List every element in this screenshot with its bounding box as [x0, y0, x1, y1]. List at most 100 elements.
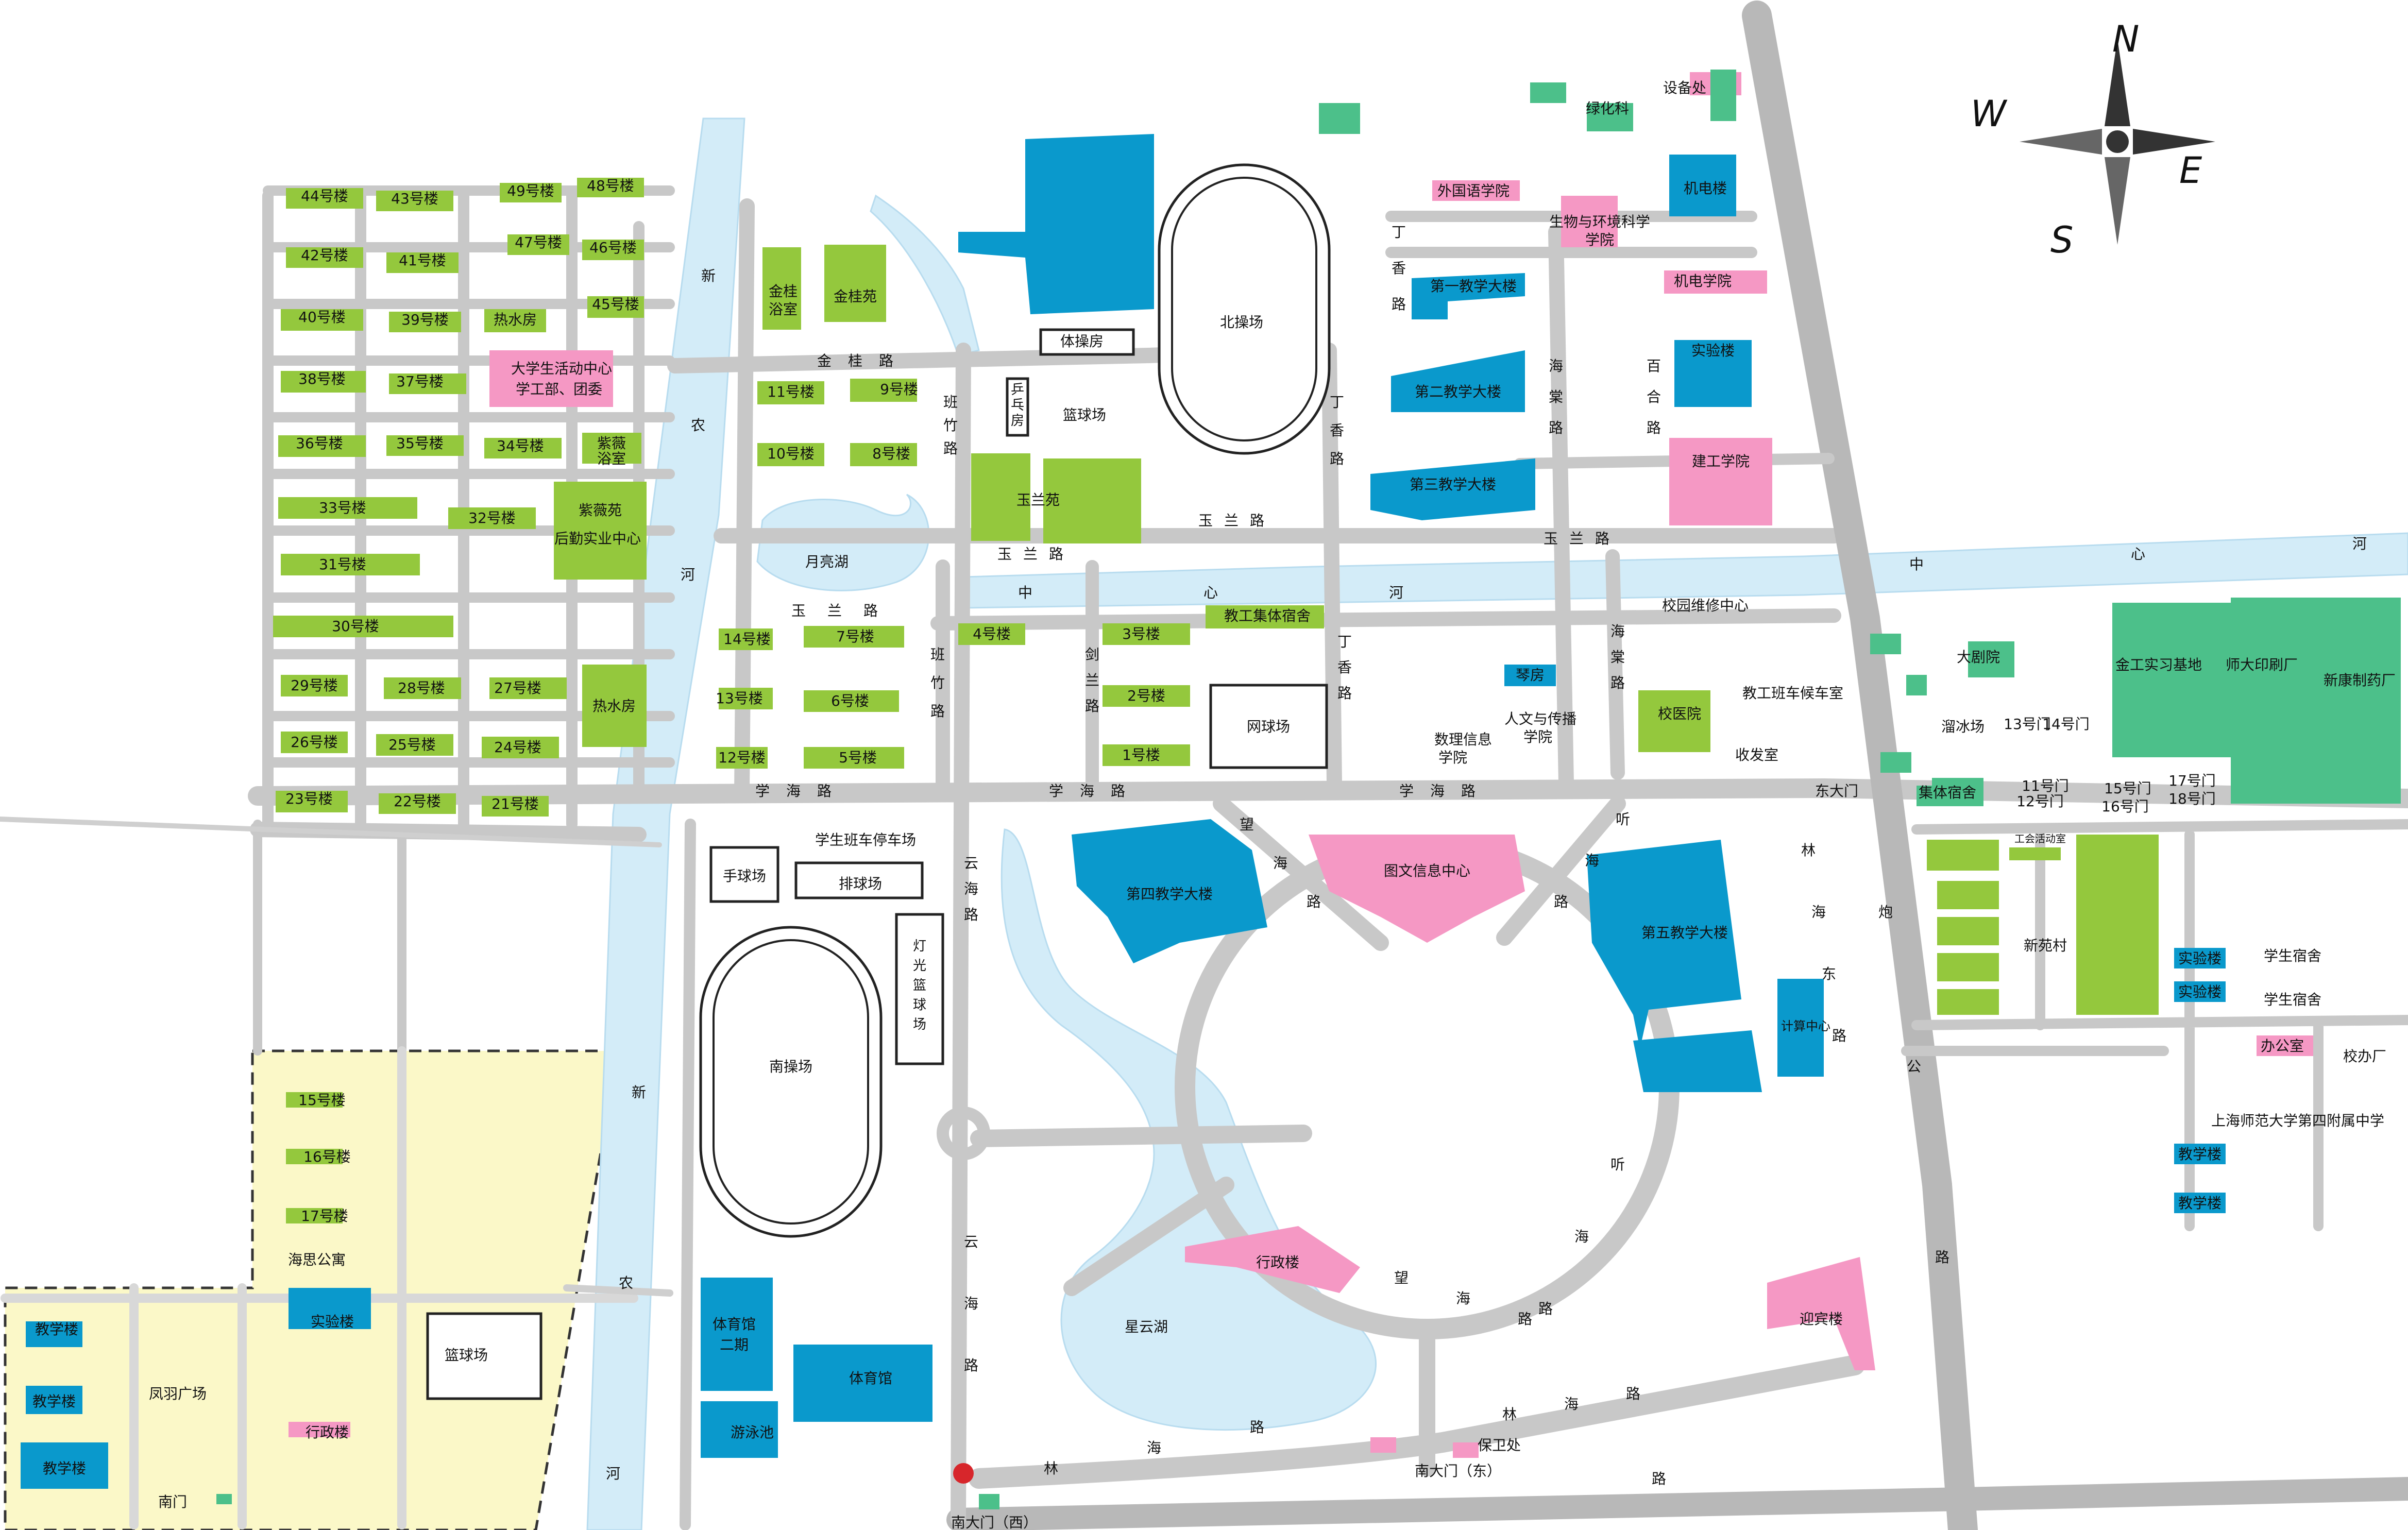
- compass-s: S: [2050, 219, 2073, 261]
- gym-hall-box: [1039, 328, 1135, 356]
- road-label-xuehai-mid-1: 海: [1080, 783, 1094, 800]
- label-b10: 10号楼: [767, 445, 815, 462]
- label-teach-e2: 教学楼: [2178, 1195, 2222, 1212]
- label-ziwei-bath-1: 紫薇: [597, 435, 626, 452]
- label-b31: 31号楼: [319, 556, 366, 573]
- shengwu-bld: [1561, 196, 1618, 247]
- compass-e: E: [2179, 149, 2202, 192]
- label-b7: 7号楼: [836, 628, 874, 645]
- road-label-jianlan-1: 兰: [1085, 672, 1099, 689]
- label-east-gate: 东大门: [1815, 783, 1858, 800]
- label-qinfang: 琴房: [1516, 667, 1545, 684]
- road-label-yulan-road-mid-2: 路: [1049, 546, 1063, 563]
- road-label-yulan-road-mid-0: 玉: [997, 546, 1012, 563]
- library-bld: [1309, 835, 1525, 943]
- label-union: 工会活动室: [2014, 832, 2066, 845]
- road-label-linhai-w-2: 路: [1250, 1419, 1264, 1436]
- label-student-center-1: 大学生活动中心: [511, 360, 612, 377]
- label-school-office: 校办厂: [2343, 1048, 2386, 1065]
- label-b26: 26号楼: [291, 734, 338, 751]
- ziwei-bath: [582, 433, 641, 464]
- road-label-linhai-n-1: 海: [1811, 904, 1826, 921]
- jidian-college-bld: [1664, 270, 1767, 294]
- label-south-field: 南操场: [769, 1058, 812, 1075]
- road-label-xinnong-n-1: 农: [691, 417, 705, 434]
- location-marker: [953, 1463, 974, 1484]
- label-handball: 手球场: [723, 868, 766, 885]
- road-label-yulan-road-e-2: 路: [1250, 512, 1264, 529]
- label-xinyuan: 新苑村: [2024, 937, 2067, 954]
- road-label-yulan-road-e-0: 玉: [1198, 512, 1213, 529]
- road-label-dingxiang-mid-1: 香: [1330, 422, 1344, 439]
- guest-bld: [1767, 1257, 1875, 1370]
- road-label-yulan-road-mid-1: 兰: [1023, 546, 1038, 563]
- label-b36: 36号楼: [296, 435, 343, 452]
- road-label-tinghai-n-0: 听: [1616, 811, 1630, 828]
- label-bus-wait: 教工班车候车室: [1742, 685, 1843, 702]
- label-office: 办公室: [2261, 1038, 2304, 1055]
- label-gate13: 13号门: [2004, 716, 2051, 733]
- admin-bld: [1185, 1226, 1360, 1293]
- label-skating: 溜冰场: [1941, 718, 1985, 735]
- label-gate14: 14号门: [2042, 716, 2090, 733]
- sports: [426, 163, 1331, 1400]
- label-jingui-bath-1: 金桂: [769, 283, 798, 300]
- road-label-yunhai-s-2: 路: [964, 1357, 978, 1374]
- label-guest: 迎宾楼: [1800, 1311, 1843, 1328]
- label-reshuifang2: 热水房: [592, 698, 636, 715]
- label-ziwei-bath-2: 浴室: [597, 450, 626, 467]
- jiaogong-dorm-bld: [1206, 605, 1324, 628]
- north-field-track: [1158, 163, 1331, 455]
- label-gym2-2: 二期: [720, 1336, 749, 1353]
- label-gate17: 17号门: [2168, 772, 2216, 789]
- label-b38: 38号楼: [298, 370, 346, 387]
- swim-bld: [701, 1401, 778, 1458]
- label-b25: 25号楼: [388, 736, 436, 753]
- road-label-zhongxin-e-2: 河: [2352, 535, 2367, 552]
- road-label-tinghai-s-0: 听: [1610, 1156, 1625, 1173]
- label-fengyu: 凤羽广场: [149, 1385, 207, 1402]
- road-label-wanghai-s-2: 路: [1518, 1311, 1532, 1328]
- label-jidian-bld: 机电楼: [1684, 180, 1727, 197]
- road-label-xuehai-mid-0: 学: [1049, 783, 1063, 800]
- road-label-tinghai-s-2: 路: [1538, 1300, 1553, 1317]
- volleyball-court: [794, 861, 924, 899]
- road-label-yunhai-n-1: 海: [964, 880, 978, 897]
- road-label-banzhu-road-s-1: 竹: [930, 674, 945, 691]
- road-label-zhongxin-w-2: 河: [1389, 584, 1403, 601]
- road-label-dingxiang-n-2: 路: [1392, 296, 1406, 313]
- road-label-huapao-1: 公: [1907, 1058, 1921, 1075]
- label-b14: 14号楼: [723, 631, 771, 648]
- label-jiao3: 第三教学大楼: [1410, 476, 1496, 493]
- yulanyuan-bld: [971, 453, 1030, 541]
- road-label-linhai-e-2: 路: [1626, 1385, 1640, 1402]
- label-b11: 11号楼: [767, 383, 815, 400]
- handball-court: [709, 846, 779, 903]
- road-label-xuehai-e-1: 海: [1430, 783, 1445, 800]
- road-label-yulan-road-s-1: 兰: [1569, 530, 1584, 547]
- label-b28: 28号楼: [398, 679, 445, 696]
- label-jiao2: 第二教学大楼: [1415, 383, 1501, 400]
- label-b44: 44号楼: [301, 188, 348, 205]
- road-label-haitang-n-0: 海: [1549, 358, 1563, 375]
- label-gate11: 11号门: [2022, 777, 2069, 794]
- north-canal: [870, 194, 980, 356]
- label-jingong: 金工实习基地: [2115, 656, 2202, 673]
- label-b47: 47号楼: [515, 234, 562, 251]
- label-gym: 体育馆: [849, 1370, 892, 1387]
- label-tennis: 网球场: [1247, 718, 1290, 735]
- road-label-haitang-s-1: 棠: [1610, 649, 1625, 666]
- label-yueliang-lake: 月亮湖: [805, 553, 849, 570]
- road-label-yulan-road-w-1: 兰: [827, 602, 842, 619]
- road-label-linhai-n-3: 路: [1832, 1027, 1846, 1044]
- label-theatre: 大剧院: [1957, 649, 2000, 666]
- jiao4-bld: [1072, 819, 1267, 963]
- road-label-tinghai-n-1: 海: [1585, 852, 1599, 869]
- road-label-yunhai-n-2: 路: [964, 906, 978, 923]
- label-b2: 2号楼: [1127, 687, 1165, 704]
- road-label-xuehai-mid-2: 路: [1111, 783, 1125, 800]
- road-label-dingxiang-mid-0: 丁: [1330, 394, 1344, 411]
- road-label-huapao-lu-0: 路: [1935, 1249, 1949, 1266]
- jiao5-bld: [1587, 840, 1762, 1092]
